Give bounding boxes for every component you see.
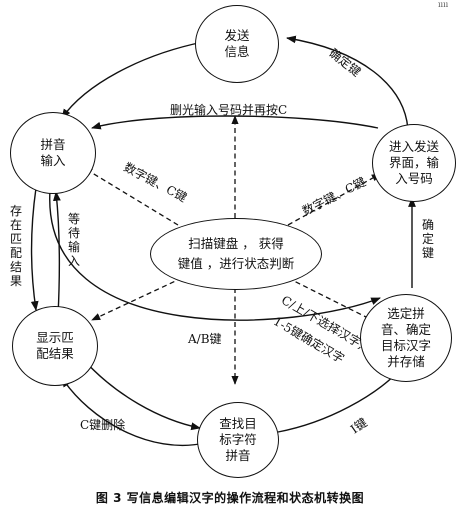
- state-find-target: 查找目 标字符 拼音: [197, 402, 279, 478]
- figure-caption: 图 3 写信息编辑汉字的操作流程和状态机转换图: [95, 491, 365, 505]
- label-wait-input: 等待输入: [67, 212, 80, 268]
- dash-scan-to-pinyin: [83, 167, 179, 226]
- label-ab-key: A/B键: [188, 332, 222, 346]
- state-select-pinyin: 选定拼 音、确定 目标汉字 并存储: [360, 294, 452, 382]
- edge-pinyin-to-show: [30, 187, 39, 311]
- edge-show-to-pinyin: [53, 191, 61, 317]
- state-scan-keyboard: 扫描键盘 ， 获得 键值 ，进行状态判断: [150, 218, 322, 290]
- edge-pinyin-to-select: [49, 189, 381, 321]
- edge-show-to-find: [81, 357, 201, 431]
- state-enter-send-interface: 进入发送 界面，输 入号码: [372, 124, 456, 202]
- state-send-info: 发送 信息: [195, 5, 279, 83]
- state-pinyin-input: 拼音 输入: [10, 112, 96, 194]
- state-show-match: 显示匹 配结果: [12, 306, 98, 386]
- label-c-delete: C键删除: [80, 418, 126, 432]
- edge-send-to-pinyin: [61, 41, 204, 119]
- edge-find-to-show: [61, 377, 206, 447]
- dash-scan-to-enter: [287, 173, 381, 226]
- edge-find-to-select: [277, 371, 399, 433]
- label-exists-match: 存在匹配结果: [9, 204, 22, 288]
- edge-enter-to-send: [286, 35, 409, 131]
- label-delete-all-c: 删光输入号码并再按C: [170, 103, 288, 117]
- edge-enter-to-pinyin: [91, 115, 379, 130]
- page-mark: ıııı: [438, 0, 449, 9]
- label-confirm-key-right: 确定键: [421, 218, 434, 260]
